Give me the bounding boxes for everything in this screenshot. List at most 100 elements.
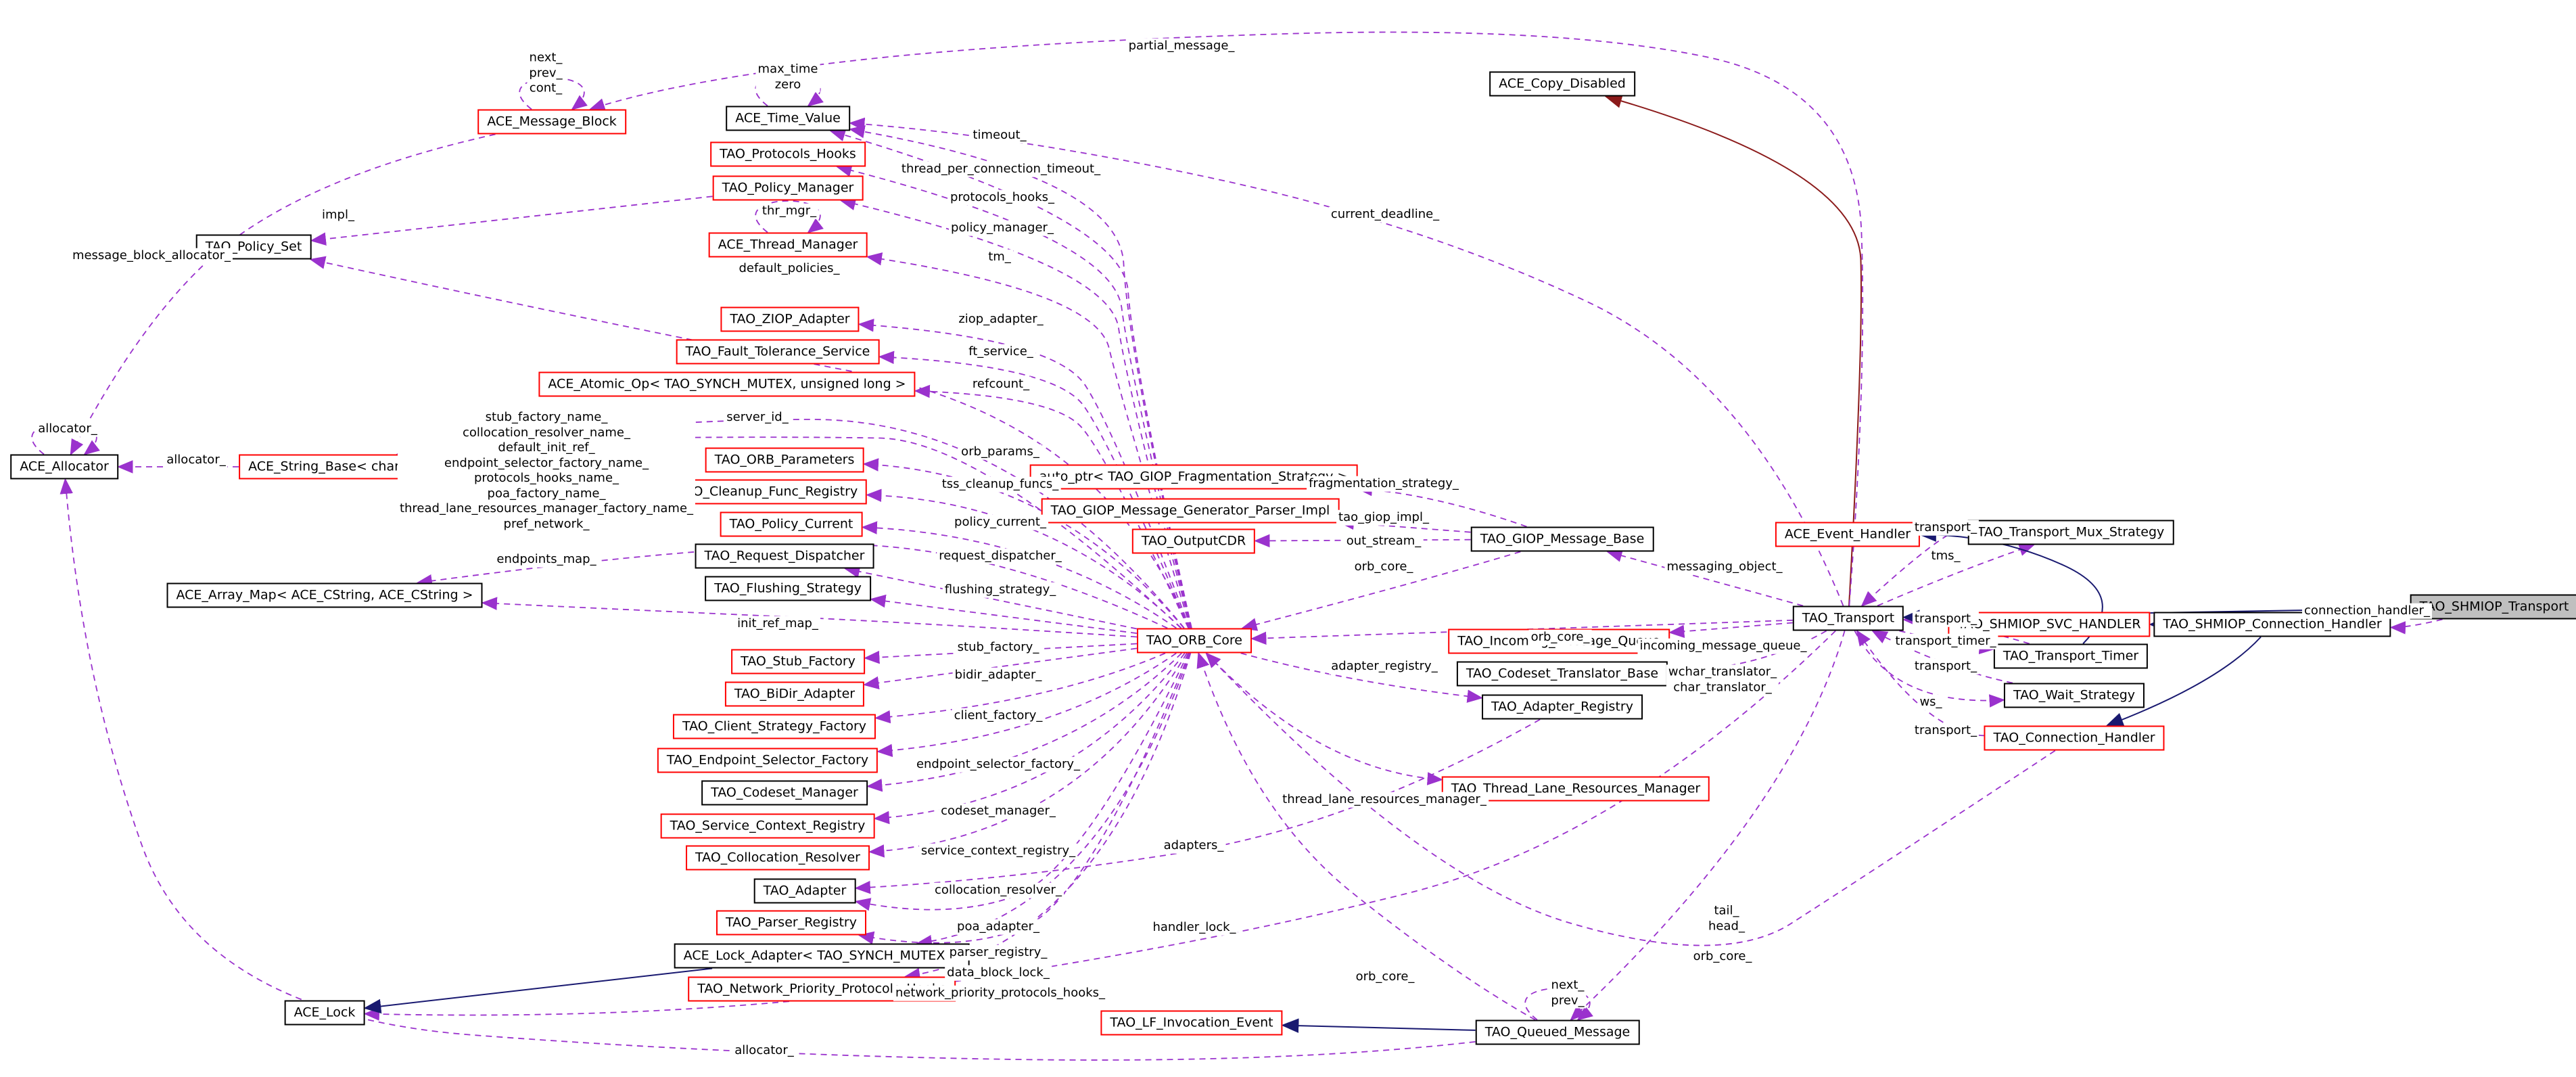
edge-label-timeout_: timeout_ xyxy=(970,127,1029,143)
edge-label-transport_timer_: transport_timer_ xyxy=(1893,633,1998,649)
edge-ace_message_block-to-ace_allocator xyxy=(70,133,496,456)
class-node-tao_codeset_translator_base[interactable]: TAO_Codeset_Translator_Base xyxy=(1456,661,1668,687)
edge-tao_shmiop_transport-to-tao_shmiop_connection_handler xyxy=(2389,618,2443,635)
edge-label-thread_lane_resources_manager_: thread_lane_resources_manager_ xyxy=(1280,792,1489,808)
edge-tao_giop_message_base-to-tao_output_cdr xyxy=(1254,534,1471,548)
edge-tao_orb_core-to-tao_adapter xyxy=(854,653,1189,911)
class-node-tao_adapter_registry[interactable]: TAO_Adapter_Registry xyxy=(1482,694,1643,720)
class-node-ace_lock[interactable]: ACE_Lock xyxy=(284,1000,365,1026)
edge-label-endpoint_selector_factory_: endpoint_selector_factory_ xyxy=(914,756,1083,773)
edge-tao_orb_core-to-tao_orb_parameters xyxy=(862,458,1185,629)
loop-label-allocator_: allocator_ xyxy=(36,421,99,437)
edge-label-parser_registry_: parser_registry_ xyxy=(947,944,1050,961)
class-node-tao_lf_invocation_event[interactable]: TAO_LF_Invocation_Event xyxy=(1100,1010,1283,1036)
edge-label-thread_per_connection_timeout_: thread_per_connection_timeout_ xyxy=(899,161,1103,177)
class-node-tao_ziop_adapter[interactable]: TAO_ZIOP_Adapter xyxy=(720,306,860,332)
edge-label-tao_giop_impl_: tao_giop_impl_ xyxy=(1336,509,1431,526)
class-node-ace_lock_adapter[interactable]: ACE_Lock_Adapter< TAO_SYNCH_MUTEX > xyxy=(674,943,970,969)
class-node-tao_queued_message[interactable]: TAO_Queued_Message xyxy=(1475,1019,1640,1045)
edge-label-ws_: ws_ xyxy=(1917,694,1944,710)
edge-label-policy_manager_: policy_manager_ xyxy=(949,220,1056,236)
edge-label-handler_lock_: handler_lock_ xyxy=(1150,919,1238,936)
class-node-ace_allocator[interactable]: ACE_Allocator xyxy=(10,454,118,480)
edge-tao_orb_core-to-ace_time_value xyxy=(849,125,1192,628)
edge-tao_transport-to-tao_queued_message xyxy=(1570,631,1846,1021)
class-node-ace_message_block[interactable]: ACE_Message_Block xyxy=(477,109,626,135)
class-node-tao_transport[interactable]: TAO_Transport xyxy=(1792,605,1904,631)
class-node-ace_copy_disabled[interactable]: ACE_Copy_Disabled xyxy=(1489,71,1635,97)
edge-tao_connection_handler-to-tao_orb_core xyxy=(1205,652,2056,946)
class-node-tao_output_cdr[interactable]: TAO_OutputCDR xyxy=(1131,528,1256,554)
edge-label-orb_params_: orb_params_ xyxy=(959,444,1041,460)
class-node-tao_shmiop_svc_handler[interactable]: TAO_SHMIOP_SVC_HANDLER xyxy=(1948,612,2151,637)
class-node-ace_thread_manager[interactable]: ACE_Thread_Manager xyxy=(708,232,868,258)
edge-label-orb_core_: orb_core_ xyxy=(1528,629,1592,645)
class-node-tao_parser_registry[interactable]: TAO_Parser_Registry xyxy=(716,910,866,936)
edge-label-bidir_adapter_: bidir_adapter_ xyxy=(952,667,1044,683)
edge-label-flushing_strategy_: flushing_strategy_ xyxy=(942,582,1058,598)
edge-tao_queued_message-to-tao_orb_core xyxy=(1196,651,1536,1021)
class-node-tao_endpoint_selector_factory[interactable]: TAO_Endpoint_Selector_Factory xyxy=(657,748,879,773)
class-node-tao_codeset_manager[interactable]: TAO_Codeset_Manager xyxy=(701,780,868,806)
class-node-tao_client_strategy_factory[interactable]: TAO_Client_Strategy_Factory xyxy=(672,714,876,739)
class-node-tao_service_context_registry[interactable]: TAO_Service_Context_Registry xyxy=(660,813,875,839)
class-node-tao_fault_tolerance_service[interactable]: TAO_Fault_Tolerance_Service xyxy=(676,339,880,365)
class-node-tao_request_dispatcher[interactable]: TAO_Request_Dispatcher xyxy=(695,543,874,569)
edge-label-poa_adapter_: poa_adapter_ xyxy=(955,919,1041,935)
edge-tao_orb_core-to-tao_request_dispatcher xyxy=(843,565,1138,630)
edge-label-wchar_translator_: wchar_translator_ char_translator_ xyxy=(1666,664,1779,695)
edge-tao_orb_core-to-tao_client_strategy_factory xyxy=(874,652,1166,724)
class-node-tao_transport_mux_strategy[interactable]: TAO_Transport_Mux_Strategy xyxy=(1967,520,2174,545)
class-node-tao_protocols_hooks[interactable]: TAO_Protocols_Hooks xyxy=(710,141,866,167)
edge-tao_orb_core-to-tao_thread_lane_resources_manager xyxy=(1205,652,1443,785)
edge-label-data_block_lock_: data_block_lock_ xyxy=(945,965,1052,981)
edge-label-transport_: transport_ xyxy=(1912,611,1980,627)
class-node-tao_cleanup_func_registry[interactable]: TAO_Cleanup_Func_Registry xyxy=(668,479,868,505)
edge-label-message_block_allocator_: message_block_allocator_ xyxy=(70,248,233,264)
edge-label-allocator_: allocator_ xyxy=(732,1042,796,1059)
edge-label-collocation_resolver_: collocation_resolver_ xyxy=(933,882,1064,898)
edge-tao_transport-to-ace_message_block xyxy=(588,31,1864,606)
class-node-tao_giop_msg_gen_parser_impl[interactable]: TAO_GIOP_Message_Generator_Parser_Impl xyxy=(1041,498,1340,524)
class-node-ace_time_value[interactable]: ACE_Time_Value xyxy=(726,106,850,131)
class-node-tao_flushing_strategy[interactable]: TAO_Flushing_Strategy xyxy=(705,576,871,601)
edge-label-tss_cleanup_funcs_: tss_cleanup_funcs_ xyxy=(939,476,1061,492)
class-node-ace_atomic_op[interactable]: ACE_Atomic_Op< TAO_SYNCH_MUTEX, unsigned… xyxy=(538,371,916,397)
class-node-tao_orb_parameters[interactable]: TAO_ORB_Parameters xyxy=(705,447,864,473)
edge-tao_queued_message-to-tao_lf_invocation_event xyxy=(1281,1018,1476,1033)
class-node-auto_ptr_frag[interactable]: auto_ptr< TAO_GIOP_Fragmentation_Strateg… xyxy=(1029,464,1358,490)
edge-label-service_context_registry_: service_context_registry_ xyxy=(918,843,1078,859)
edge-tao_orb_core-to-tao_flushing_strategy xyxy=(870,594,1138,634)
class-node-tao_bidir_adapter[interactable]: TAO_BiDir_Adapter xyxy=(724,681,865,707)
class-node-tao_stub_factory[interactable]: TAO_Stub_Factory xyxy=(731,649,865,674)
edge-label-messaging_object_: messaging_object_ xyxy=(1664,559,1785,575)
class-node-ace_string_base[interactable]: ACE_String_Base< char > xyxy=(239,454,424,480)
class-node-tao_giop_message_base[interactable]: TAO_GIOP_Message_Base xyxy=(1470,526,1654,552)
class-node-ace_event_handler[interactable]: ACE_Event_Handler xyxy=(1775,522,1921,547)
edge-tao_orb_core-to-tao_adapter_registry xyxy=(1240,652,1483,703)
class-node-tao_shmiop_connection_handler[interactable]: TAO_SHMIOP_Connection_Handler xyxy=(2153,612,2391,637)
edge-tao_orb_core-to-tao_ziop_adapter xyxy=(858,319,1190,628)
edge-label-impl_: impl_ xyxy=(320,207,356,223)
class-node-tao_orb_core[interactable]: TAO_ORB_Core xyxy=(1137,628,1252,654)
edge-label-request_dispatcher_: request_dispatcher_ xyxy=(937,548,1064,564)
loop-label-thr_mgr_: thr_mgr_ xyxy=(759,203,819,219)
edge-label-orb_core_: orb_core_ xyxy=(1691,948,1754,965)
class-node-tao_collocation_resolver[interactable]: TAO_Collocation_Resolver xyxy=(686,845,870,871)
edge-tao_transport-to-ace_time_value xyxy=(849,117,1844,606)
edge-tao_transport-to-ace_copy_disabled xyxy=(1604,93,1862,606)
class-node-tao_thread_lane_resources_manager[interactable]: TAO_Thread_Lane_Resources_Manager xyxy=(1441,776,1710,802)
class-node-tao_adapter[interactable]: TAO_Adapter xyxy=(753,878,856,904)
class-node-tao_connection_handler[interactable]: TAO_Connection_Handler xyxy=(1984,725,2165,751)
edge-label-ziop_adapter_: ziop_adapter_ xyxy=(956,311,1046,327)
class-node-tao_policy_current[interactable]: TAO_Policy_Current xyxy=(720,511,863,537)
edge-label-policy_current_: policy_current_ xyxy=(952,514,1048,530)
class-node-tao_wait_strategy[interactable]: TAO_Wait_Strategy xyxy=(2003,683,2145,708)
class-node-tao_transport_timer[interactable]: TAO_Transport_Timer xyxy=(1993,643,2149,669)
edge-label-tms_: tms_ xyxy=(1929,548,1963,564)
edge-tao_orb_core-to-tao_cleanup_func_registry xyxy=(866,488,1182,629)
class-node-ace_array_map[interactable]: ACE_Array_Map< ACE_CString, ACE_CString … xyxy=(166,582,483,608)
class-node-tao_policy_manager[interactable]: TAO_Policy_Manager xyxy=(712,175,864,201)
edge-label-tm_: tm_ xyxy=(986,249,1013,265)
